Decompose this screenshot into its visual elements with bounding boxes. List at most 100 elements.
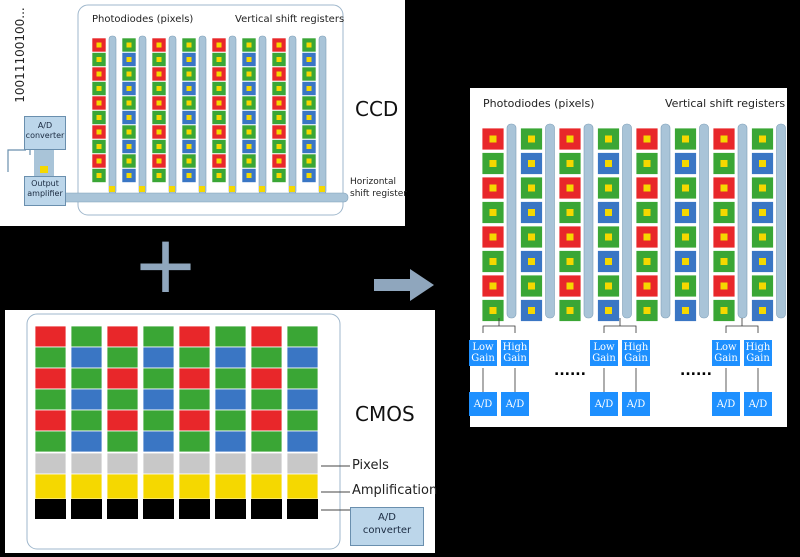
cmos-select-cell: [35, 499, 66, 519]
ccd-vertical-registers-label: Vertical shift registers: [235, 14, 345, 25]
hybrid-pixel-center: [720, 233, 728, 241]
ccd-transfer-gate: [199, 186, 205, 192]
hybrid-pixel-center: [720, 209, 728, 216]
hybrid-low-gain-box-line: Gain: [592, 353, 616, 364]
hybrid-pixel-center: [489, 135, 497, 143]
cmos-pixel: [250, 430, 283, 453]
hybrid-pixel-center: [759, 282, 766, 290]
ccd-pixel-center: [96, 144, 102, 149]
hybrid-pixel-center: [605, 160, 612, 167]
ccd-pixel-center: [216, 86, 222, 91]
ccd-pixel-center: [246, 158, 252, 164]
ccd-pixel-center: [96, 57, 102, 62]
cmos-pixel: [178, 367, 211, 390]
ccd-pixel-center: [126, 71, 132, 77]
cmos-readout-cell: [286, 452, 319, 475]
cmos-pixel: [214, 367, 247, 390]
cmos-readout-cell: [106, 452, 139, 475]
ccd-transfer-gate: [169, 186, 175, 192]
hybrid-pixel-center: [605, 233, 612, 241]
cmos-pixel: [286, 430, 319, 453]
hybrid-pixel-center: [720, 282, 728, 290]
ccd-pixel-center: [246, 129, 252, 135]
ccd-signal-line: [7, 149, 31, 172]
hybrid-vertical-register: [622, 123, 632, 319]
hybrid-high-adc-box-line: A/D: [748, 398, 768, 410]
cmos-pixel: [106, 367, 139, 390]
ccd-pixel-center: [126, 129, 132, 135]
cmos-panel: CMOS Pixels Amplification A/D converter: [5, 310, 437, 553]
ccd-pixel-center: [156, 173, 162, 178]
cmos-readout-cell: [250, 452, 283, 475]
ccd-pixel-center: [186, 144, 192, 149]
hybrid-pixel-center: [682, 209, 689, 216]
hybrid-low-adc-box: A/D: [590, 392, 618, 416]
hybrid-pixel-center: [682, 282, 689, 290]
hybrid-high-gain-box-line: High: [502, 342, 528, 353]
ccd-vertical-register: [228, 35, 237, 195]
ccd-pixel-center: [156, 100, 162, 106]
ccd-pixel-center: [246, 57, 252, 62]
ccd-pixel-center: [156, 144, 162, 149]
ccd-pixel-center: [276, 173, 282, 178]
cmos-select-cell: [143, 499, 174, 519]
cmos-pixel: [34, 409, 67, 432]
hybrid-low-gain-box-line: Low: [593, 342, 615, 353]
ccd-pixel-center: [246, 173, 252, 178]
hybrid-pixel-center: [759, 209, 766, 216]
hybrid-pixel-center: [643, 184, 651, 192]
hybrid-high-gain-box-line: Gain: [624, 353, 648, 364]
cmos-pixel: [142, 430, 175, 453]
hybrid-high-adc-box-line: A/D: [505, 398, 525, 410]
ccd-pixel-center: [246, 86, 252, 91]
ccd-photodiodes-label: Photodiodes (pixels): [92, 14, 194, 25]
ccd-vertical-register: [288, 35, 297, 195]
ccd-pixel-center: [216, 71, 222, 77]
hybrid-low-gain-box-line: Low: [715, 342, 737, 353]
hybrid-ellipsis-2: ......: [680, 363, 712, 379]
cmos-readout-cell: [142, 452, 175, 475]
cmos-amplifier-cell: [106, 473, 139, 500]
hybrid-ellipsis-1: ......: [554, 363, 586, 379]
cmos-pixel: [142, 367, 175, 390]
hybrid-pixel-center: [489, 282, 497, 290]
ccd-adc-label-1: A/D: [37, 121, 53, 130]
cmos-amplifier-cell: [142, 473, 175, 500]
ccd-vertical-register: [168, 35, 177, 195]
ccd-pixel-center: [156, 158, 162, 164]
hybrid-low-adc-box-line: A/D: [473, 398, 493, 410]
hybrid-pixel-center: [643, 282, 651, 290]
hybrid-pixel-center: [566, 258, 574, 265]
hybrid-low-adc-box: A/D: [712, 392, 740, 416]
hybrid-high-gain-box-line: Gain: [503, 353, 527, 364]
cmos-pixel: [106, 409, 139, 432]
cmos-pixel: [214, 325, 247, 348]
cmos-select-cell: [287, 499, 318, 519]
ccd-pixel-center: [276, 129, 282, 135]
cmos-pixel: [34, 388, 67, 411]
cmos-adc-box: A/D converter: [350, 507, 424, 546]
ccd-title: CCD: [355, 97, 399, 121]
hybrid-pixel-center: [489, 209, 497, 216]
ccd-pixel-center: [306, 115, 312, 120]
ccd-pixel-center: [96, 115, 102, 120]
cmos-amplifier-cell: [214, 473, 247, 500]
cmos-select-cell: [179, 499, 210, 519]
cmos-pixel: [142, 346, 175, 369]
ccd-pixel-center: [96, 129, 102, 135]
cmos-pixel: [142, 409, 175, 432]
ccd-vertical-register: [258, 35, 267, 195]
ccd-pixel-center: [276, 144, 282, 149]
cmos-pixel: [142, 325, 175, 348]
hybrid-pixel-center: [528, 307, 535, 314]
hybrid-low-gain-box-line: Low: [472, 342, 494, 353]
hybrid-pixel-center: [489, 184, 497, 192]
ccd-pixel-center: [186, 158, 192, 164]
cmos-pixel: [286, 367, 319, 390]
ccd-pixel-center: [126, 144, 132, 149]
hybrid-pixel-center: [643, 135, 651, 143]
ccd-transfer-gate: [289, 186, 295, 192]
ccd-pixel-center: [126, 57, 132, 62]
